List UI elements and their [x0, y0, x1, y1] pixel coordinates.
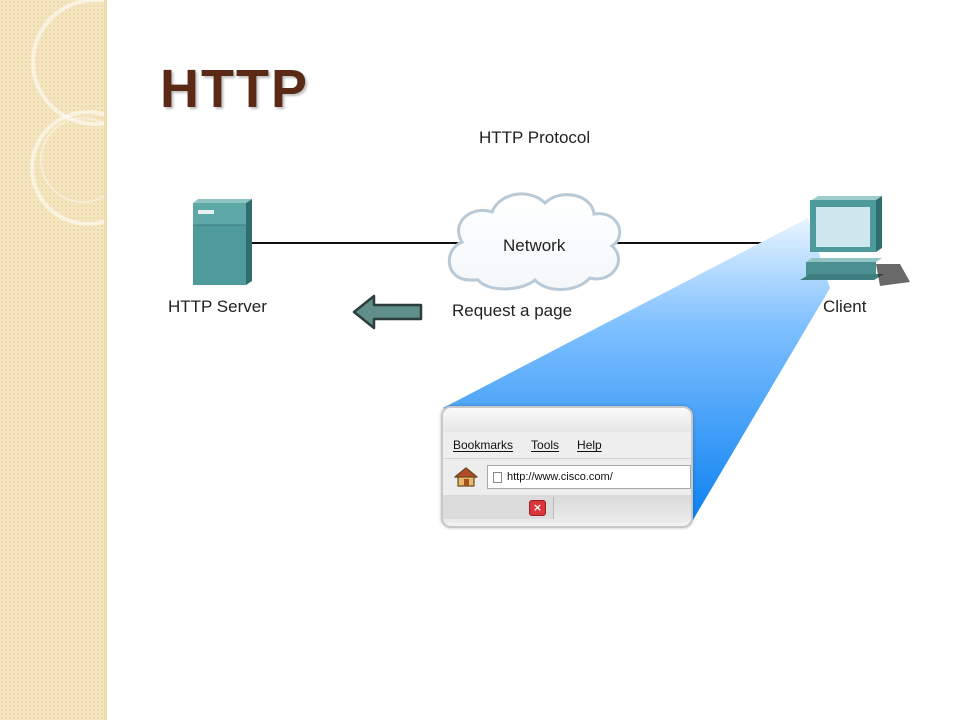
menu-bookmarks[interactable]: Bookmarks: [453, 438, 514, 452]
slide-title: HTTP: [160, 59, 309, 119]
protocol-label: HTTP Protocol: [479, 128, 591, 147]
address-bar[interactable]: http://www.cisco.com/: [487, 465, 691, 489]
client-label: Client: [823, 297, 867, 316]
browser-titlebar: [443, 408, 691, 432]
close-icon[interactable]: ×: [529, 500, 546, 516]
browser-tabbar: ×: [443, 495, 691, 523]
computer-icon: [800, 196, 910, 286]
side-decoration-band: [0, 0, 107, 720]
menu-tools[interactable]: Tools: [531, 438, 560, 452]
browser-menubar: Bookmarks Tools Help: [443, 432, 691, 459]
address-bar-url: http://www.cisco.com/: [507, 471, 613, 483]
browser-tab[interactable]: [443, 497, 554, 519]
server-icon: [193, 199, 252, 285]
network-label: Network: [503, 236, 566, 255]
menu-help[interactable]: Help: [577, 438, 602, 452]
decorative-circles: [30, 0, 104, 226]
left-arrow-icon: [352, 294, 423, 330]
home-icon: [454, 467, 478, 487]
browser-window: Bookmarks Tools Help http://www.cisco.co…: [441, 406, 693, 528]
request-label: Request a page: [452, 301, 573, 320]
page-icon: [493, 471, 502, 483]
browser-navbar: http://www.cisco.com/: [443, 459, 691, 495]
cloud-icon: [447, 192, 622, 291]
home-button[interactable]: [453, 464, 479, 490]
server-label: HTTP Server: [168, 297, 267, 316]
